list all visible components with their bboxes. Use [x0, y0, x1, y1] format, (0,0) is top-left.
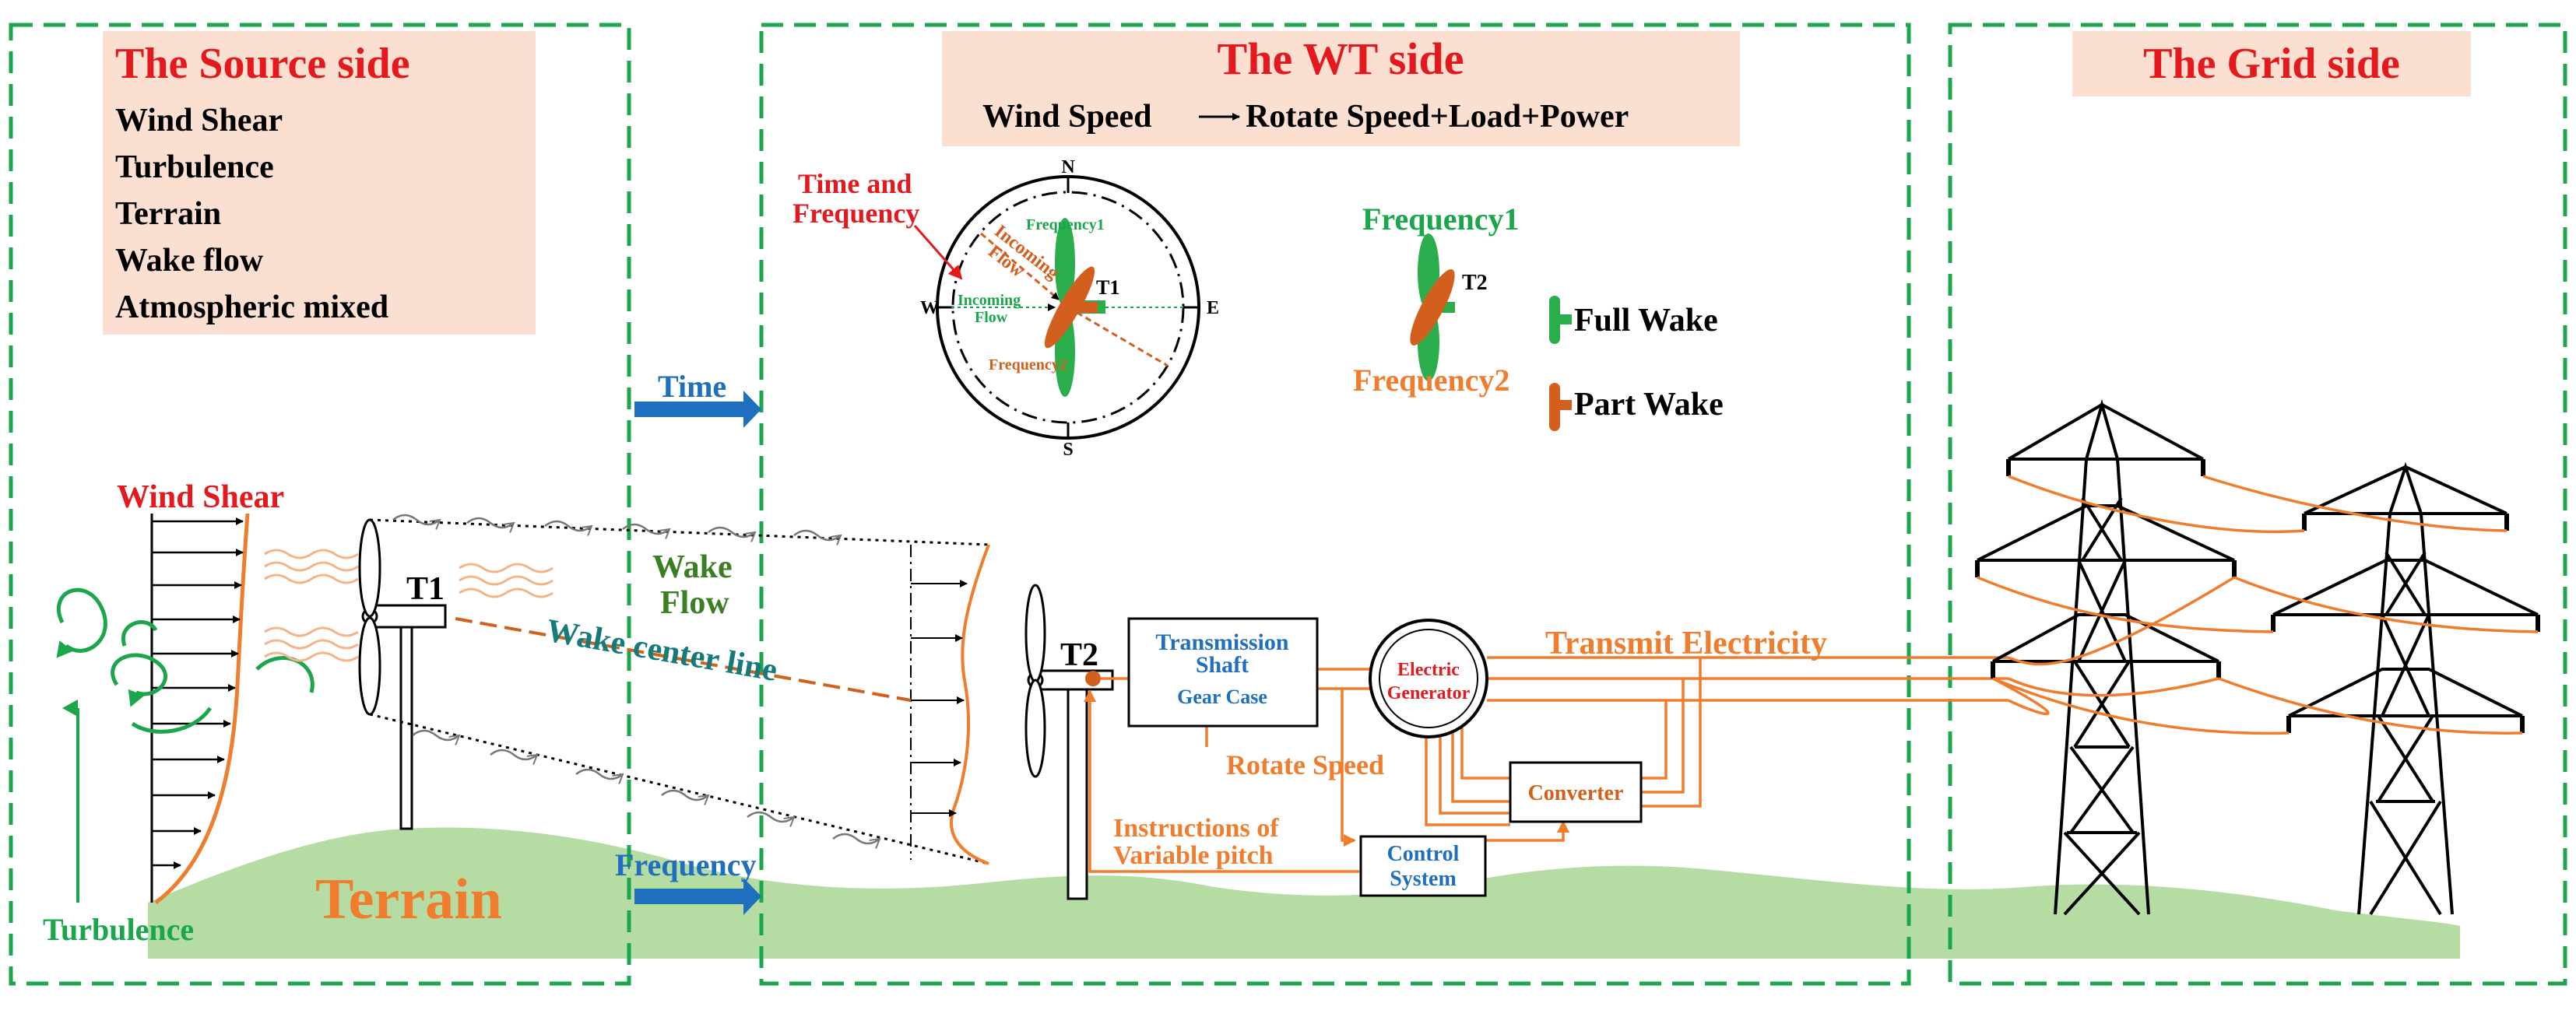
legend-full-wake: Full Wake: [1574, 303, 1718, 338]
power-lines: [1977, 475, 2539, 735]
transmission-tower-right: [2272, 461, 2539, 916]
tower-insulators: [1975, 459, 2540, 733]
source-item-atmospheric: Atmospheric mixed: [115, 289, 388, 325]
gear-case-label: Gear Case: [1177, 686, 1267, 708]
compass-west: W: [920, 298, 939, 318]
converter-box: [1509, 761, 1643, 823]
time-label: Time: [658, 369, 726, 404]
source-item-wind-shear: Wind Shear: [115, 103, 283, 139]
legend-part-wake: Part Wake: [1574, 387, 1724, 423]
control-system-label-1: Control: [1387, 842, 1460, 866]
legend-t2-label: T2: [1462, 271, 1488, 295]
source-info-box: [103, 31, 536, 335]
compass-frequency2: Frequency2: [989, 356, 1067, 373]
wt-title: The WT side: [1218, 33, 1464, 84]
t2-label: T2: [1060, 637, 1098, 673]
compass-south: S: [1063, 440, 1073, 460]
turbulence-swirls: [56, 587, 315, 734]
turbulence-label: Turbulence: [43, 912, 194, 947]
source-item-terrain: Terrain: [115, 196, 221, 232]
converter-label: Converter: [1528, 781, 1624, 805]
source-panel-frame: [9, 23, 631, 986]
grid-panel-frame: [1948, 23, 2567, 986]
wt-info-box: [942, 31, 1740, 146]
compass-incoming-flow-1: Incoming: [958, 292, 1021, 309]
electric-generator: [1369, 619, 1488, 738]
compass-incoming-flow-2: Flow: [975, 309, 1008, 326]
transmission-label-1: Transmission: [1155, 629, 1288, 655]
wake-center-label: Wake center line: [543, 613, 780, 689]
terrain-label: Terrain: [315, 868, 502, 931]
grid-title: The Grid side: [2143, 40, 2400, 88]
wt-subtitle-left: Wind Speed: [982, 99, 1152, 135]
full-wake-icon: [1549, 296, 1572, 344]
wt-subtitle-right: Rotate Speed+Load+Power: [1246, 99, 1629, 135]
wind-shear-profile: [154, 513, 250, 904]
transmission-label-2: Shaft: [1196, 652, 1249, 678]
legend-frequency2: Frequency2: [1353, 363, 1509, 398]
turbine-t2: [1024, 584, 1114, 900]
control-system-box: [1359, 835, 1487, 897]
frequency-arrow: [634, 878, 761, 915]
control-system-label-2: System: [1390, 867, 1457, 891]
pitch-label-1: Instructions of: [1113, 814, 1279, 843]
wind-shear-label: Wind Shear: [117, 479, 284, 515]
compass-frequency1: Frequency1: [1026, 216, 1105, 233]
compass-north: N: [1061, 157, 1075, 177]
terrain-ground: [148, 827, 2460, 959]
compass-east: E: [1207, 298, 1219, 318]
wake-cone: [369, 518, 990, 865]
wind-wave-lines: [264, 549, 554, 662]
transmit-electricity-label: Transmit Electricity: [1545, 626, 1827, 661]
time-frequency-label-1: Time and: [798, 168, 912, 199]
drivetrain-wiring: [1084, 656, 2008, 873]
wake-flow-label-1: Wake: [652, 549, 733, 585]
source-item-wake-flow: Wake flow: [115, 243, 264, 279]
wake-center-line: [455, 617, 912, 702]
time-arrow: [634, 391, 761, 428]
electric-generator-inner: [1379, 629, 1478, 728]
wind-shear-arrows: [152, 517, 244, 869]
compass-t1-label: T1: [1096, 276, 1119, 299]
legend-turbine-t2: [1410, 233, 1455, 381]
generator-label-2: Generator: [1387, 683, 1471, 703]
time-frequency-label-2: Frequency: [792, 198, 919, 229]
source-item-turbulence: Turbulence: [115, 149, 274, 185]
wake-flow-label-2: Flow: [660, 585, 729, 621]
pitch-label-2: Variable pitch: [1113, 841, 1274, 870]
part-wake-icon: [1549, 383, 1572, 431]
wake-velocity-arrows: [911, 580, 968, 817]
rotate-speed-label: Rotate Speed: [1226, 749, 1384, 780]
compass-turbine-t1: [1044, 218, 1105, 397]
wake-gray-arrows: [392, 514, 880, 843]
t1-label: T1: [406, 571, 445, 607]
wt-panel-frame: [759, 23, 1911, 986]
grid-info-box: [2072, 31, 2471, 96]
generator-label-1: Electric: [1397, 660, 1460, 680]
turbine-t1: [358, 518, 447, 830]
legend-frequency1: Frequency1: [1362, 202, 1519, 237]
transmission-shaft-box: [1127, 617, 1319, 728]
time-frequency-arrow: [913, 225, 963, 280]
frequency-label: Frequency: [615, 847, 756, 882]
source-title: The Source side: [115, 40, 410, 88]
